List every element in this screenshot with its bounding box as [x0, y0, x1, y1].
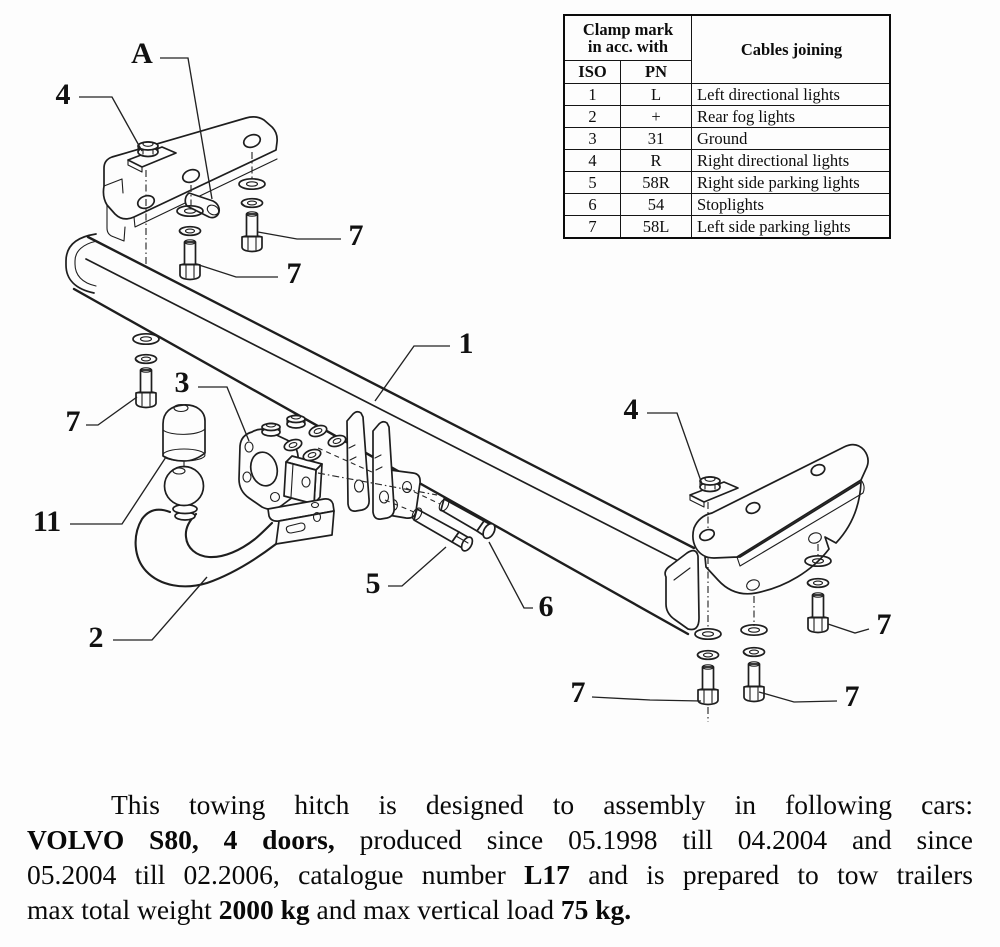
left-bracket: [102, 116, 278, 242]
cell-cables: Left side parking lights: [691, 215, 891, 239]
paragraph-line: 05.2004 till 02.2006, catalogue number L…: [27, 857, 973, 892]
cell-cables: Ground: [691, 127, 891, 150]
leader-line: [591, 696, 702, 702]
part-label-2: 2: [89, 621, 104, 654]
paragraph-bold-text: 75 kg.: [560, 894, 632, 925]
col-header-clamp-mark: Clamp mark in acc. with: [563, 14, 692, 61]
paragraph-text: This towing hitch is designed to assembl…: [111, 789, 973, 820]
paragraph-line: VOLVO S80, 4 doors, produced since 05.19…: [27, 822, 973, 857]
description-paragraph: This towing hitch is designed to assembl…: [27, 787, 973, 927]
centerlines: [145, 152, 819, 722]
part-label-7: 7: [877, 608, 892, 641]
cell-iso: 7: [563, 215, 621, 239]
cell-iso: 1: [563, 83, 621, 106]
leader-line: [647, 412, 703, 485]
leader-line: [160, 57, 213, 200]
beam-end-cap: [664, 549, 700, 631]
bolt-5: [411, 507, 474, 552]
ball-arm: [134, 498, 335, 588]
nut-plate-right: [689, 476, 739, 508]
cell-pn: 58L: [620, 215, 692, 239]
paragraph-line: max total weight 2000 kg and max vertica…: [27, 892, 973, 927]
cell-cables: Right side parking lights: [691, 171, 891, 194]
part-label-7: 7: [571, 676, 586, 709]
tow-ball: [163, 461, 205, 507]
paragraph-bold-text: L17: [524, 859, 570, 890]
cell-pn: L: [620, 83, 692, 106]
fastener-cluster: [261, 414, 347, 462]
clamp-mark-table: Clamp mark in acc. with Cables joining I…: [563, 14, 891, 239]
coupling-block: [283, 455, 323, 505]
cell-cables: Rear fog lights: [691, 105, 891, 128]
cell-iso: 2: [563, 105, 621, 128]
part-label-7: 7: [349, 219, 364, 252]
right-bracket: [692, 443, 869, 595]
paragraph-text: and is prepared to tow trailers: [569, 859, 973, 890]
col-header-iso: ISO: [563, 60, 621, 84]
cell-pn: 58R: [620, 171, 692, 194]
paragraph-text: max total weight: [27, 894, 219, 925]
leader-line: [827, 623, 870, 634]
part-label-4: 4: [56, 78, 71, 111]
cell-pn: 31: [620, 127, 692, 150]
paragraph-bold-text: VOLVO S80, 4 doors,: [27, 824, 335, 855]
leader-line: [488, 541, 533, 609]
table-row: 2+Rear fog lights: [563, 105, 891, 128]
cell-pn: R: [620, 149, 692, 172]
clamp-mark-line2: in acc. with: [587, 37, 669, 56]
col-header-pn: PN: [620, 60, 692, 84]
cell-iso: 6: [563, 193, 621, 216]
leader-line: [257, 231, 341, 240]
cell-cables: Stoplights: [691, 193, 891, 216]
leader-line: [198, 386, 250, 442]
leader-line: [388, 546, 447, 587]
leader-line: [86, 396, 138, 426]
part-label-7: 7: [287, 257, 302, 290]
part-label-4: 4: [624, 393, 639, 426]
clamp-mark-line1: Clamp mark: [582, 19, 674, 39]
paragraph-text: produced since 05.1998 till 04.2004 and …: [334, 824, 973, 855]
leader-line: [70, 456, 167, 525]
cell-iso: 4: [563, 149, 621, 172]
part-label-A: A: [131, 37, 153, 70]
ball-cover-cap: [162, 403, 206, 462]
leader-line: [758, 691, 838, 703]
bolt-6: [438, 498, 496, 540]
bolt-washer-stack: [132, 177, 832, 706]
part-label-1: 1: [459, 327, 474, 360]
tongue-plates: [346, 410, 395, 520]
leader-line: [79, 96, 143, 152]
paragraph-line: This towing hitch is designed to assembl…: [27, 787, 973, 822]
paragraph-bold-text: 2000 kg: [218, 894, 310, 925]
part-label-3: 3: [175, 366, 190, 399]
leader-line: [374, 345, 450, 402]
part-label-7: 7: [66, 405, 81, 438]
part-label-11: 11: [33, 505, 61, 538]
leader-line: [195, 263, 278, 278]
paragraph-text: 05.2004 till 02.2006, catalogue number: [27, 859, 525, 890]
cell-cables: Right directional lights: [691, 149, 891, 172]
part-label-5: 5: [366, 567, 381, 600]
cell-iso: 5: [563, 171, 621, 194]
leader-line: [113, 576, 208, 641]
part-label-6: 6: [539, 590, 554, 623]
col-header-cables-joining: Cables joining: [691, 14, 891, 84]
cell-cables: Left directional lights: [691, 83, 891, 106]
nut-plate-left: [127, 141, 177, 173]
cell-pn: 54: [620, 193, 692, 216]
cell-pn: +: [620, 105, 692, 128]
cell-iso: 3: [563, 127, 621, 150]
pin-a: [184, 192, 221, 219]
paragraph-text: and max vertical load: [309, 894, 561, 925]
part-label-7: 7: [845, 680, 860, 713]
